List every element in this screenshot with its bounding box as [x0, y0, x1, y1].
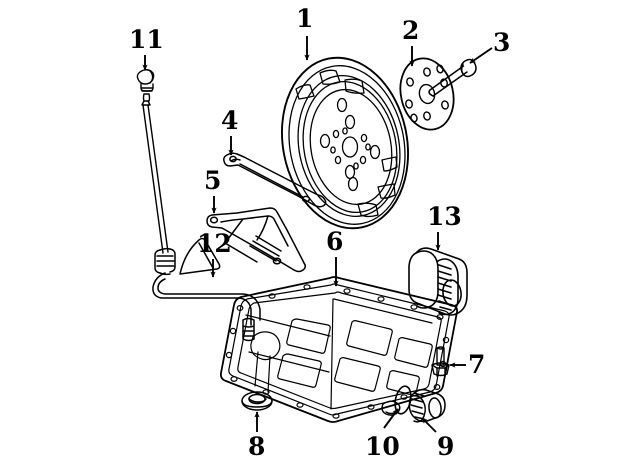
part-dipstick-tube [152, 237, 261, 342]
callout-label-5: 5 [204, 166, 222, 195]
oil-pan-interior [237, 291, 442, 410]
arrow-10 [383, 408, 399, 429]
part-drain-plug [408, 388, 446, 423]
callout-label-11: 11 [129, 25, 164, 54]
part-stiffener-brace [223, 152, 327, 208]
callout-label-4: 4 [221, 106, 239, 135]
callout-arrows [142, 36, 493, 433]
callout-label-1: 1 [296, 4, 314, 33]
callout-label-2: 2 [402, 16, 420, 45]
part-drive-plate [399, 57, 455, 131]
arrow-9 [421, 417, 437, 433]
callout-label-9: 9 [437, 432, 455, 461]
part-bracket-plate [206, 207, 307, 273]
part-flywheel [281, 56, 409, 230]
callout-label-8: 8 [248, 432, 266, 461]
callout-label-6: 6 [326, 227, 344, 256]
flywheel-hub-holes [319, 97, 381, 192]
callout-label-3: 3 [493, 28, 511, 57]
part-oil-pan-bolt [431, 346, 450, 377]
part-drain-gasket [241, 391, 273, 411]
callout-label-10: 10 [365, 432, 400, 461]
callout-label-13: 13 [427, 202, 462, 231]
part-dipstick [136, 69, 169, 254]
callout-label-12: 12 [197, 229, 232, 258]
flywheel-ring-slots [295, 69, 398, 218]
part-flywheel-rings [288, 65, 406, 225]
callout-label-7: 7 [468, 350, 486, 379]
arrow-3 [469, 47, 493, 64]
drive-plate-holes [405, 64, 449, 123]
